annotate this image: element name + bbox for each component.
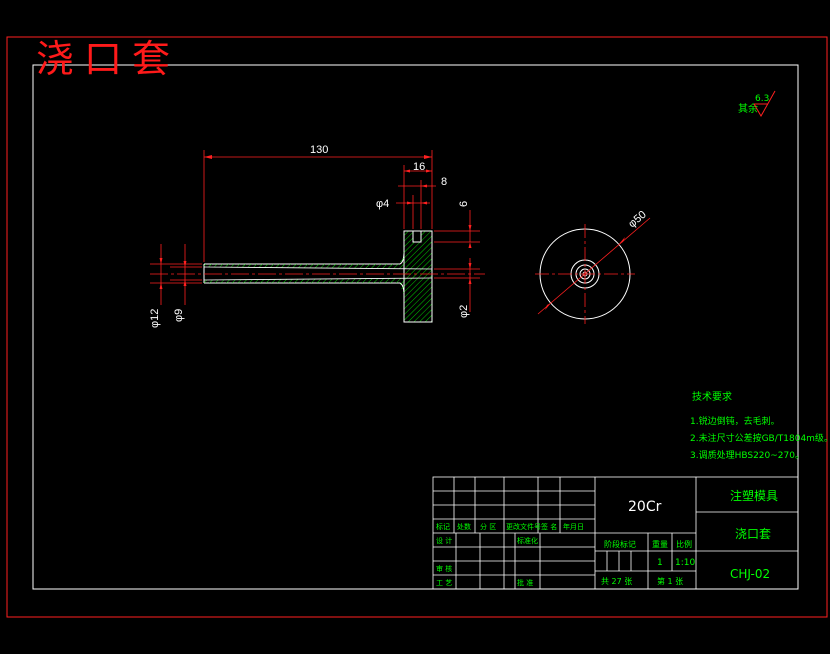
rev-header-1: 标记 [436, 522, 450, 531]
technical-requirements: 技术要求 1.锐边倒钝，去毛刺。 2.未注尺寸公差按GB/T1804m级。 3.… [690, 390, 830, 461]
side-view: 130 16 8 φ4 6 φ2 [149, 144, 485, 328]
rev-header-5: 签 名 [541, 522, 557, 531]
tech-req-item-2: 2.未注尺寸公差按GB/T1804m级。 [690, 432, 830, 444]
dim-dia-9: φ9 [173, 309, 185, 322]
material-text: 20Cr [628, 499, 662, 515]
dim-length: 130 [310, 144, 328, 156]
title-block [432, 476, 799, 590]
dim-dia-4: φ4 [376, 198, 389, 210]
stage-header: 阶段标记 [604, 539, 636, 549]
dim-dia-50: φ50 [626, 209, 649, 231]
rev-header-3: 分 区 [480, 522, 496, 531]
quantity-value: 1 [657, 558, 663, 568]
process-label: 工 艺 [436, 579, 452, 587]
sheets-total: 共 27 张 [601, 577, 632, 586]
rev-header-4: 更改文件号 [506, 522, 541, 531]
designer-label: 设 计 [436, 536, 452, 545]
tech-req-title: 技术要求 [692, 390, 732, 403]
dim-dia-2: φ2 [458, 305, 470, 318]
dim-flange-thickness: 16 [413, 161, 425, 173]
roughness-value: 6.3 [755, 94, 769, 104]
standardize-label: 标准化 [517, 536, 538, 545]
flange-hole [412, 230, 422, 243]
tech-req-item-3: 3.调质处理HBS220~270。 [690, 449, 804, 461]
tech-req-item-1: 1.锐边倒钝，去毛刺。 [690, 415, 780, 427]
dim-dia-12: φ12 [149, 309, 161, 328]
flange-section [403, 230, 433, 323]
scale-value: 1:10 [675, 558, 695, 568]
part-name: 浇口套 [735, 527, 771, 541]
review-label: 审 核 [436, 564, 452, 573]
dim-8: 8 [441, 176, 447, 188]
roughness-symbol: 其余 6.3 [738, 90, 776, 118]
approve-label: 批 准 [517, 578, 533, 587]
roughness-label: 其余 [738, 102, 758, 115]
rev-header-2: 处数 [457, 522, 471, 531]
quantity-header: 重量 [652, 539, 668, 549]
inner-frame [32, 64, 799, 590]
rev-header-6: 年月日 [563, 522, 584, 531]
project-name: 注塑模具 [730, 488, 778, 503]
drawing-number: CHJ-02 [730, 567, 770, 581]
dim-6: 6 [458, 201, 470, 207]
sheet-title: 浇口套 [36, 37, 180, 81]
scale-header: 比例 [676, 539, 692, 549]
outer-border [6, 36, 828, 618]
sheet-number: 第 1 张 [657, 576, 683, 586]
end-view: φ50 [535, 209, 651, 324]
